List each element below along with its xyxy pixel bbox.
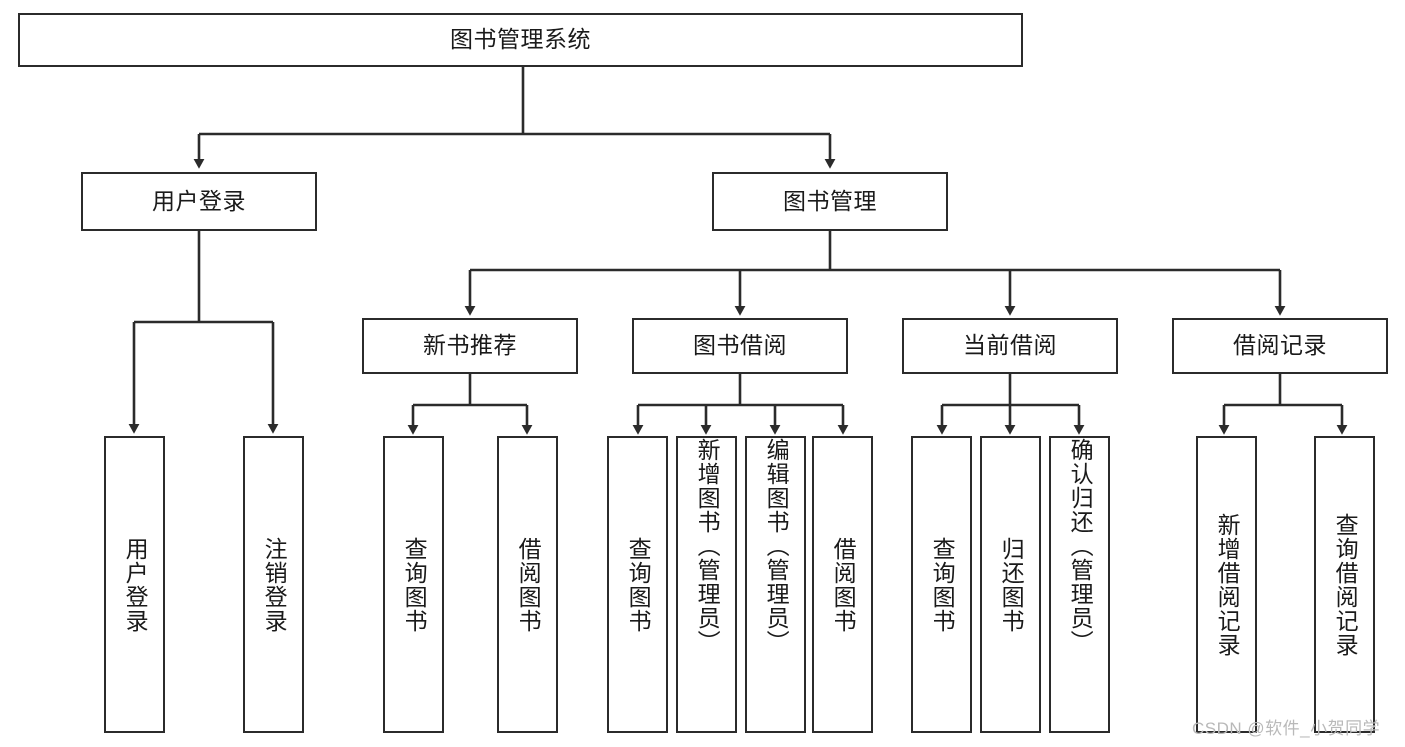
node-leaf-user-login[interactable]: 用户登录 xyxy=(104,436,165,733)
node-label: 借阅图书 xyxy=(830,536,857,633)
node-label: 确认归还（管理员） xyxy=(1067,438,1094,654)
node-label: 图书借阅 xyxy=(693,332,787,359)
node-label: 新增图书（管理员） xyxy=(694,438,721,654)
node-leaf-edit-book[interactable]: 编辑图书（管理员） xyxy=(745,436,806,733)
node-label: 查询图书 xyxy=(929,536,956,633)
node-label: 查询图书 xyxy=(625,536,652,633)
node-borrow-record[interactable]: 借阅记录 xyxy=(1172,318,1388,374)
node-leaf-add-book[interactable]: 新增图书（管理员） xyxy=(676,436,737,733)
node-label: 借阅记录 xyxy=(1233,332,1327,359)
node-label: 借阅图书 xyxy=(515,536,542,633)
node-label: 编辑图书（管理员） xyxy=(763,438,790,654)
node-leaf-borrow-book-2[interactable]: 借阅图书 xyxy=(812,436,873,733)
node-label: 新增借阅记录 xyxy=(1214,512,1241,657)
node-leaf-return-book[interactable]: 归还图书 xyxy=(980,436,1041,733)
node-label: 新书推荐 xyxy=(423,332,517,359)
node-label: 查询图书 xyxy=(401,536,428,633)
node-book-management[interactable]: 图书管理 xyxy=(712,172,948,231)
node-leaf-query-record[interactable]: 查询借阅记录 xyxy=(1314,436,1375,733)
node-leaf-query-book-1[interactable]: 查询图书 xyxy=(383,436,444,733)
node-label: 图书管理系统 xyxy=(450,26,591,53)
node-new-book-recommend[interactable]: 新书推荐 xyxy=(362,318,578,374)
node-label: 查询借阅记录 xyxy=(1332,512,1359,657)
node-label: 用户登录 xyxy=(122,536,149,633)
node-leaf-query-book-2[interactable]: 查询图书 xyxy=(607,436,668,733)
node-leaf-borrow-book-1[interactable]: 借阅图书 xyxy=(497,436,558,733)
node-leaf-logout-login[interactable]: 注销登录 xyxy=(243,436,304,733)
node-book-borrow[interactable]: 图书借阅 xyxy=(632,318,848,374)
node-current-borrow[interactable]: 当前借阅 xyxy=(902,318,1118,374)
node-leaf-add-record[interactable]: 新增借阅记录 xyxy=(1196,436,1257,733)
node-label: 图书管理 xyxy=(783,187,877,214)
node-label: 归还图书 xyxy=(998,536,1025,633)
node-root-book-management-system[interactable]: 图书管理系统 xyxy=(18,13,1023,67)
csdn-watermark: CSDN @软件_小贺同学 xyxy=(1192,719,1381,738)
node-label: 当前借阅 xyxy=(963,332,1057,359)
node-leaf-query-book-3[interactable]: 查询图书 xyxy=(911,436,972,733)
node-label: 用户登录 xyxy=(152,187,246,214)
node-label: 注销登录 xyxy=(261,536,288,633)
node-leaf-confirm-return[interactable]: 确认归还（管理员） xyxy=(1049,436,1110,733)
node-user-login[interactable]: 用户登录 xyxy=(81,172,317,231)
